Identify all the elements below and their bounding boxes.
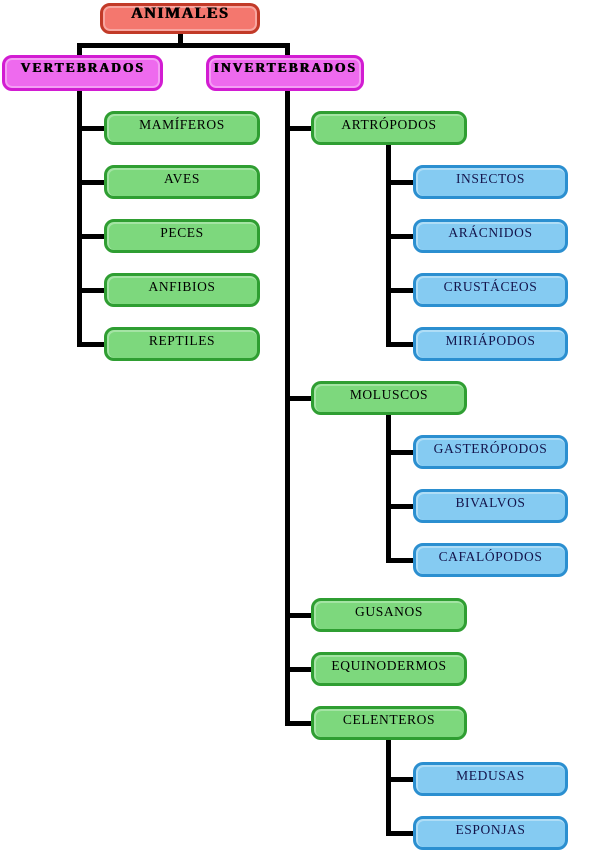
connector-moluscos-trunk [386,413,391,563]
node-cafalopodos: CAFALÓPODOS [413,543,568,577]
connector-branch-aves [77,180,105,185]
node-mamiferos: MAMÍFEROS [104,111,260,145]
node-invertebrados: INVERTEBRADOS [206,55,364,91]
connector-artropodos-trunk [386,143,391,347]
node-celenteros: CELENTEROS [311,706,467,740]
connector-branch-equinodermos [285,667,311,672]
node-insectos: INSECTOS [413,165,568,199]
node-anfibios: ANFIBIOS [104,273,260,307]
connector-celenteros-trunk [386,738,391,836]
node-artropodos: ARTRÓPODOS [311,111,467,145]
node-equinodermos: EQUINODERMOS [311,652,467,686]
node-moluscos: MOLUSCOS [311,381,467,415]
node-bivalvos: BIVALVOS [413,489,568,523]
connector-branch-artropodos [285,126,311,131]
connector-root-bar [77,43,290,48]
node-vertebrados: VERTEBRADOS [2,55,163,91]
node-medusas: MEDUSAS [413,762,568,796]
connector-branch-moluscos [285,396,311,401]
connector-branch-anfibios [77,288,105,293]
connector-branch-esponjas [386,831,413,836]
connector-vertebrados-stub [77,43,82,57]
connector-invertebrados-trunk [285,89,290,726]
connector-root-stub [178,32,183,48]
connector-branch-reptiles [77,342,105,347]
node-gusanos: GUSANOS [311,598,467,632]
connector-branch-cafalopodos [386,558,413,563]
connector-branch-insectos [386,180,413,185]
connector-branch-peces [77,234,105,239]
node-miriapodos: MIRIÁPODOS [413,327,568,361]
connector-branch-aracnidos [386,234,413,239]
connector-branch-miriapodos [386,342,413,347]
node-reptiles: REPTILES [104,327,260,361]
connector-branch-gasteropodos [386,450,413,455]
node-gasteropodos: GASTERÓPODOS [413,435,568,469]
node-aracnidos: ARÁCNIDOS [413,219,568,253]
node-esponjas: ESPONJAS [413,816,568,850]
connector-branch-mamiferos [77,126,105,131]
connector-branch-celenteros [285,721,311,726]
node-animales: ANIMALES [100,3,260,34]
connector-branch-crustaceos [386,288,413,293]
connector-invertebrados-stub [285,43,290,57]
node-peces: PECES [104,219,260,253]
connector-branch-medusas [386,777,413,782]
connector-branch-bivalvos [386,504,413,509]
node-crustaceos: CRUSTÁCEOS [413,273,568,307]
connector-vertebrados-trunk [77,89,82,347]
connector-branch-gusanos [285,613,311,618]
node-aves: AVES [104,165,260,199]
